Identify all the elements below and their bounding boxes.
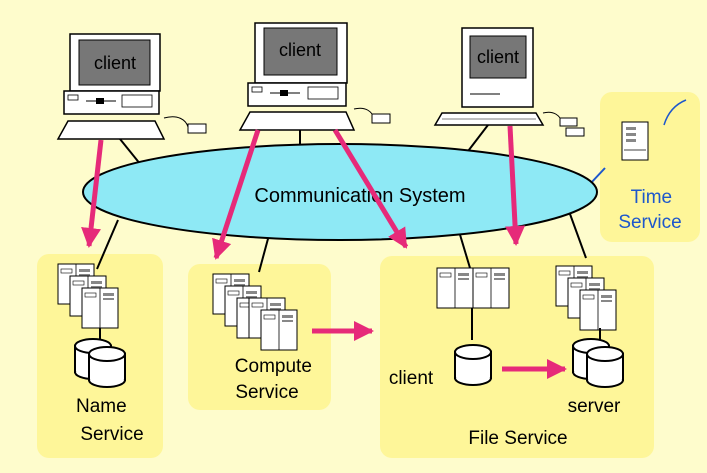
file-service-client-server [436, 267, 510, 309]
communication-system [82, 143, 598, 241]
file-client-disk [454, 344, 492, 386]
name-service-label-line2: Service [80, 424, 143, 445]
file-server-label: server [568, 396, 621, 417]
client-workstation-3: client [433, 27, 585, 137]
client-screen-label: client [477, 47, 519, 67]
time-service-label-line2: Service [618, 212, 681, 233]
time-service-link [589, 167, 606, 185]
file-service-label: File Service [468, 428, 567, 449]
arrow-client2-to-compute-service [212, 129, 261, 260]
client-workstation-1: client [56, 33, 207, 140]
compute-service-label-line1: Compute [235, 356, 312, 377]
time-service-label-line1: Time [631, 187, 673, 208]
communication-system-label: Communication System [254, 185, 465, 207]
file-client-label: client [389, 368, 434, 389]
client-workstation-2: client [238, 22, 391, 131]
time-service-server [621, 99, 687, 161]
name-service-label-line1: Name [76, 396, 127, 417]
arrow-client2-to-file-service [332, 128, 409, 249]
compute-service-label-line2: Service [235, 382, 298, 403]
arrow-client1-to-name-service [81, 139, 104, 248]
client-screen-label: client [94, 53, 136, 73]
request-arrows [81, 125, 567, 379]
client-screen-label: client [279, 40, 321, 60]
antenna-icon [663, 99, 687, 126]
compute-service-label: Compute Service [235, 356, 317, 403]
time-service-label: Time Service [618, 187, 681, 233]
arrow-client3-to-file-service [505, 125, 526, 246]
name-service-label: Name Service [76, 396, 144, 445]
